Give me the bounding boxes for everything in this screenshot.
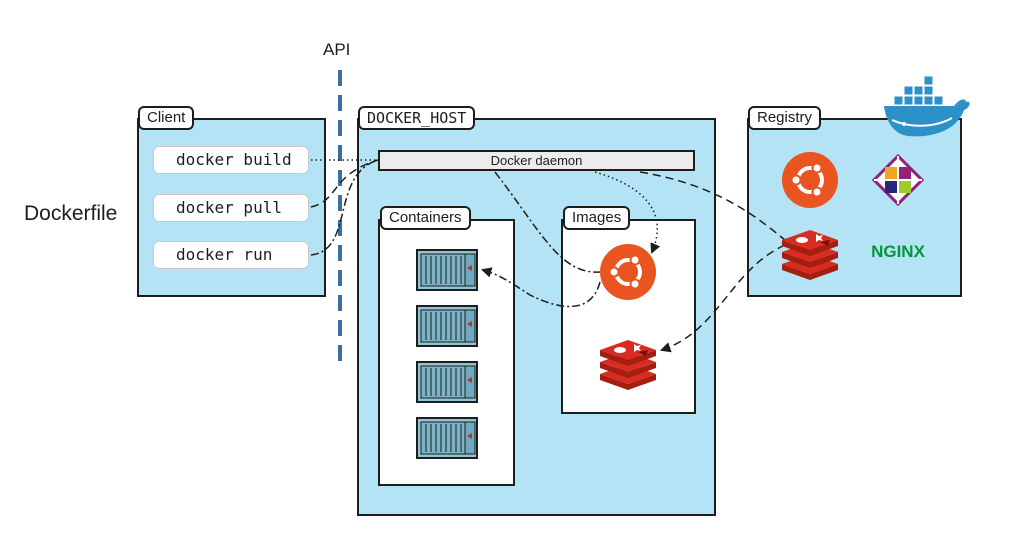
pull-connection [310,159,379,208]
container-4-icon [416,417,478,459]
dockerfile-label: Dockerfile [24,202,118,225]
nginx-logo: NGINX [871,242,926,261]
containers-title: Containers [380,206,471,230]
image-to-container-arrow [480,267,601,308]
registry-redis-icon [782,230,838,280]
docker-build-command[interactable]: docker build [153,146,309,174]
container-2-icon [416,305,478,347]
docker-pull-command[interactable]: docker pull [153,194,309,222]
registry-title: Registry [748,106,822,130]
daemon-to-image-arrow [594,171,661,254]
redis-image-icon [600,340,656,390]
images-title: Images [563,206,631,230]
client-title: Client [138,106,195,130]
centos-icon [871,153,925,207]
docker-run-command[interactable]: docker run [153,241,309,269]
api-label: API [323,40,351,59]
daemon-to-ubuntu-path [494,171,601,273]
container-3-icon [416,361,478,403]
daemon-to-registry-path [639,171,786,241]
docker-daemon-bar: Docker daemon [378,150,695,171]
ubuntu-image-icon [598,242,658,302]
docker-whale-logo [884,75,970,137]
container-1-icon [416,249,478,291]
docker-host-title: DOCKER_HOST [358,106,476,130]
registry-to-image-arrow [660,244,786,353]
run-connection [310,159,379,256]
registry-ubuntu-icon [780,150,840,210]
